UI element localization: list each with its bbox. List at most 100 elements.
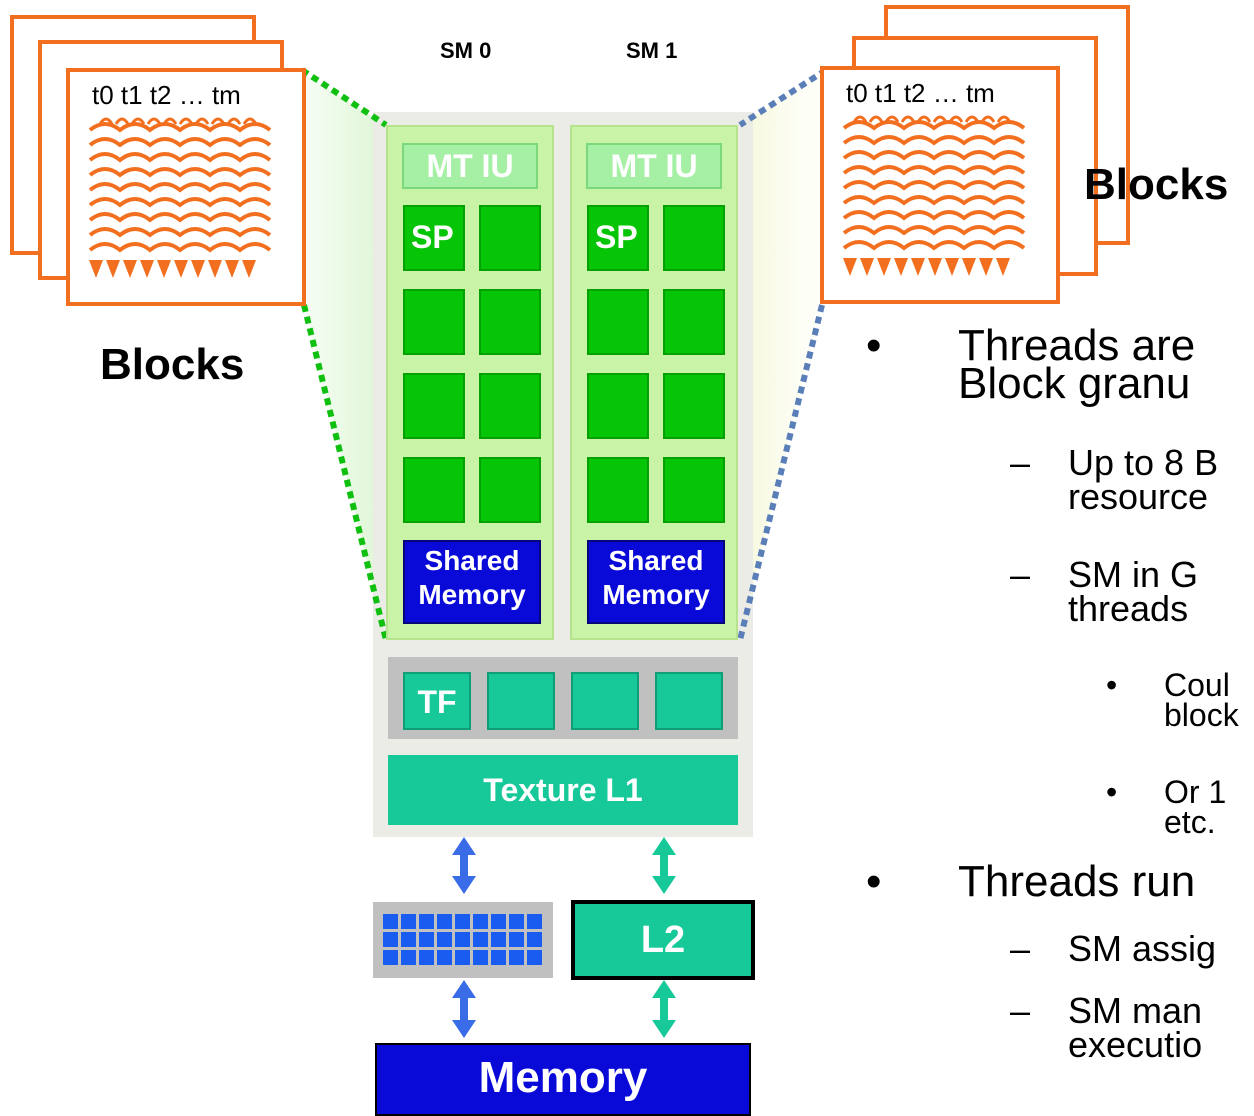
tf-unit-2 xyxy=(487,672,555,730)
sm1-shared-line2: Memory xyxy=(602,579,710,610)
thread-warp-line xyxy=(88,197,272,208)
dram-cell xyxy=(455,950,470,965)
dram-cell xyxy=(509,932,524,947)
arrow-blue-top xyxy=(452,837,476,894)
thread-arrowhead xyxy=(123,260,137,278)
sm1-sp-label: SP xyxy=(595,219,638,255)
dram-cell xyxy=(473,950,488,965)
dram-cell xyxy=(419,932,434,947)
thread-arrowhead xyxy=(106,260,120,278)
sm0-shared-line1: Shared xyxy=(424,545,520,576)
arrow-teal-top xyxy=(652,837,676,894)
thread-start-tail xyxy=(162,117,178,125)
thread-arrowhead xyxy=(225,260,239,278)
left-thread-warps xyxy=(88,117,272,278)
thread-start-tail xyxy=(996,115,1012,123)
thread-warp-line xyxy=(842,165,1026,176)
thread-warp-line xyxy=(88,182,272,193)
thread-arrowhead xyxy=(911,258,925,276)
tf-unit-1: TF xyxy=(403,672,471,730)
right-dotted-top xyxy=(738,67,828,128)
thread-warp-line xyxy=(88,137,272,148)
dram-cell xyxy=(509,914,524,929)
sm1-sp-8 xyxy=(663,457,725,523)
right-fan-shade xyxy=(740,72,824,640)
thread-start-tail xyxy=(932,115,948,123)
thread-warp-line xyxy=(88,227,272,238)
dram-cell xyxy=(401,914,416,929)
thread-warp-line xyxy=(842,240,1026,251)
texture-l1: Texture L1 xyxy=(388,755,738,825)
thread-start-tail xyxy=(980,115,996,123)
thread-start-tail xyxy=(948,115,964,123)
dram-cell xyxy=(491,914,506,929)
thread-warp-line xyxy=(842,120,1026,131)
thread-warp-line xyxy=(88,242,272,253)
thread-start-tail xyxy=(884,115,900,123)
right-dotted-bottom xyxy=(737,304,825,641)
thread-warp-line xyxy=(842,225,1026,236)
dram-cell xyxy=(437,950,452,965)
sm0-sp-6 xyxy=(479,373,541,439)
thread-start-tail xyxy=(146,117,162,125)
dram-cell xyxy=(383,950,398,965)
thread-warp-line xyxy=(842,135,1026,146)
right-threads-label: t0 t1 t2 … tm xyxy=(846,78,995,108)
sm1-shared-line1: Shared xyxy=(608,545,704,576)
sm0-sp-2 xyxy=(479,205,541,271)
thread-start-tail xyxy=(194,117,210,125)
thread-arrowhead xyxy=(89,260,103,278)
thread-warp-line xyxy=(842,195,1026,206)
dram-cell xyxy=(527,932,542,947)
sm1-sp-1: SP xyxy=(587,205,649,271)
thread-arrowhead xyxy=(208,260,222,278)
sm0-shared-line2: Memory xyxy=(418,579,526,610)
sm1-sp-5 xyxy=(587,373,649,439)
thread-arrowhead xyxy=(894,258,908,276)
thread-warp-line xyxy=(88,212,272,223)
sm0-sp-7 xyxy=(403,457,465,523)
dram-cell xyxy=(401,950,416,965)
sm1-label: SM 1 xyxy=(626,38,678,63)
l2-cache: L2 xyxy=(571,900,755,980)
thread-arrowhead xyxy=(996,258,1010,276)
thread-arrowhead xyxy=(140,260,154,278)
tf-unit-4 xyxy=(655,672,723,730)
dram-cell xyxy=(491,932,506,947)
thread-arrowhead xyxy=(860,258,874,276)
arrow-teal-bottom xyxy=(652,980,676,1038)
sm1-sp-4 xyxy=(663,289,725,355)
sm0-sp-4 xyxy=(479,289,541,355)
thread-arrowhead xyxy=(962,258,976,276)
dram-cell xyxy=(419,914,434,929)
thread-warp-line xyxy=(88,122,272,133)
thread-start-tail xyxy=(226,117,242,125)
sm0-sp-8 xyxy=(479,457,541,523)
thread-start-tail xyxy=(130,117,146,125)
thread-start-tail xyxy=(868,115,884,123)
sm1-sp-6 xyxy=(663,373,725,439)
sm1-shared-memory: Shared Memory xyxy=(587,540,725,624)
thread-arrowhead xyxy=(877,258,891,276)
thread-warp-line xyxy=(842,180,1026,191)
thread-start-tail xyxy=(900,115,916,123)
thread-arrowhead xyxy=(191,260,205,278)
thread-start-tail xyxy=(916,115,932,123)
sm0-mtiu: MT IU xyxy=(402,143,538,189)
dram-cell xyxy=(455,914,470,929)
thread-start-tail xyxy=(964,115,980,123)
dram-interface-cells xyxy=(383,914,542,965)
sm0-label: SM 0 xyxy=(440,38,492,63)
sm0-sp-5 xyxy=(403,373,465,439)
thread-arrowhead xyxy=(843,258,857,276)
thread-warp-line xyxy=(88,167,272,178)
dram-cell xyxy=(491,950,506,965)
left-fan-shade xyxy=(302,72,386,640)
thread-start-tail xyxy=(114,117,130,125)
dram-cell xyxy=(419,950,434,965)
sm0-sp-3 xyxy=(403,289,465,355)
thread-arrowhead xyxy=(174,260,188,278)
sm0-sp-1: SP xyxy=(403,205,465,271)
sm1-sp-7 xyxy=(587,457,649,523)
